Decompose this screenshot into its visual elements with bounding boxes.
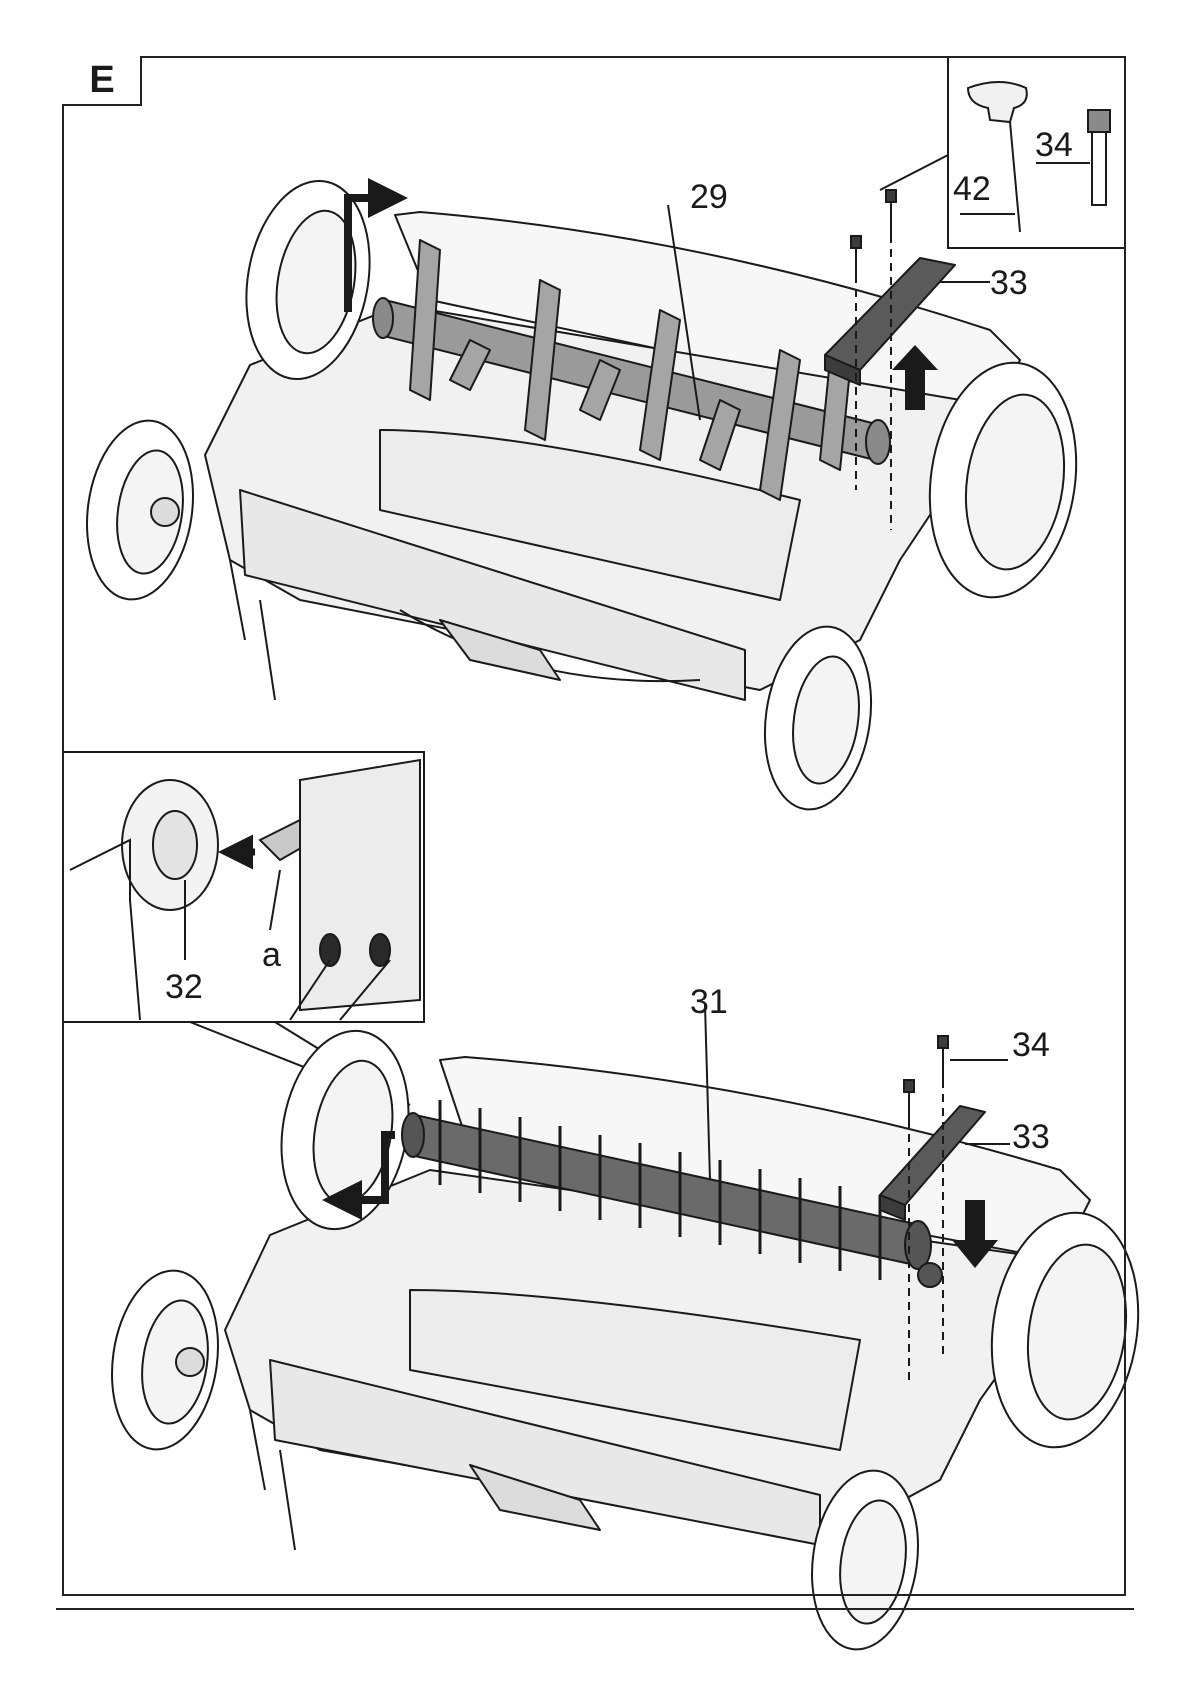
callout-42: 42	[953, 172, 991, 206]
callout-33-bottom: 33	[1012, 1120, 1050, 1154]
footer-rule	[56, 1608, 1134, 1610]
callout-a: a	[262, 938, 281, 972]
panel-letter: E	[62, 56, 142, 104]
callout-33-top: 33	[990, 266, 1028, 300]
figure-frame	[62, 56, 1126, 1596]
callout-29: 29	[690, 180, 728, 214]
callout-34-bottom: 34	[1012, 1028, 1050, 1062]
panel-badge: E	[62, 56, 142, 106]
callout-34-top: 34	[1035, 128, 1073, 162]
callout-32: 32	[165, 970, 203, 1004]
callout-31: 31	[690, 985, 728, 1019]
